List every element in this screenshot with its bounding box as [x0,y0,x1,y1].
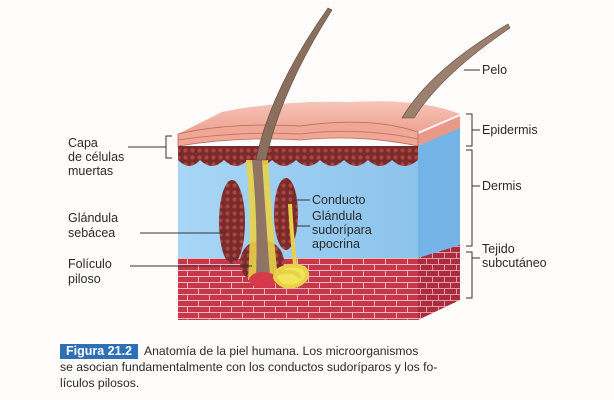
figure-caption: Figura 21.2 Anatomía de la piel humana. L… [60,343,600,391]
caption-line3: lículos pilosos. [60,376,140,390]
label-conducto: Conducto [312,193,366,207]
layer-brackets [466,113,473,299]
label-tejido-line2: subcutáneo [482,256,547,270]
hair-shaft-secondary [401,23,511,119]
caption-line2: se asocian fundamentalmente con los cond… [60,360,438,374]
label-foliculo-line1: Folículo [68,257,112,271]
label-glandula-sebacea-line1: Glándula [68,211,119,225]
label-capa-line3: muertas [68,164,114,178]
label-glandula-sebacea-line2: sebácea [68,226,116,240]
hair-follicle-shape [246,160,278,288]
epidermis-layer [177,101,460,160]
label-glandula-sudoripara-line3: apocrina [312,237,360,251]
figure-number-tag: Figura 21.2 [60,344,138,359]
label-pelo: Pelo [482,63,508,77]
dermis-layer [178,158,418,258]
label-glandula-sudoripara-line2: sudorípara [312,223,372,237]
label-glandula-sudoripara-line1: Glándula [312,209,363,223]
label-epidermis: Epidermis [482,123,538,137]
hair-shaft-main [255,7,333,161]
block-side-face [418,116,460,320]
label-tejido-line1: Tejido [482,242,515,256]
dermal-papillae [178,160,418,166]
caption-line1: Anatomía de la piel humana. Los microorg… [144,344,419,358]
apocrine-sweat-gland-shape [273,203,310,289]
label-dermis: Dermis [482,179,522,193]
label-foliculo-line2: piloso [68,272,101,286]
leader-lines [128,69,480,267]
capa-bracket [165,135,172,159]
label-capa-line1: Capa [68,136,98,150]
label-capa-line2: de células [68,150,125,164]
